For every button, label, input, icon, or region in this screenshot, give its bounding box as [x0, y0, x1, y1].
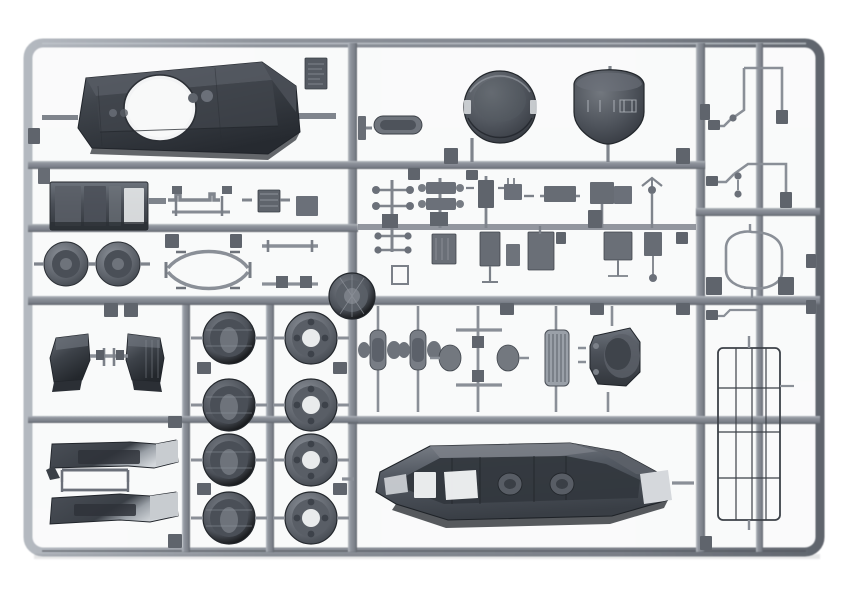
part-fender-right	[125, 333, 165, 392]
sprue-nub	[124, 303, 138, 317]
part-front-bumper	[46, 439, 179, 482]
rail-h-420-right	[696, 416, 820, 424]
sprue-horizontal-rails	[28, 161, 820, 424]
sprue-nub	[168, 534, 182, 548]
sprue-id-tag	[304, 57, 328, 90]
tire	[191, 378, 267, 432]
rail-h-212-right	[696, 208, 820, 216]
sprue-nub	[676, 148, 690, 164]
wheel-hub	[273, 311, 349, 365]
part-axle-hub-right	[88, 241, 150, 287]
tire	[191, 433, 267, 487]
gate-stub	[42, 115, 78, 120]
rail-h-165-mid	[348, 161, 705, 169]
part-fender-left	[49, 333, 91, 392]
part-frame-rail-small	[148, 186, 232, 216]
rail-h-420-left	[28, 416, 358, 423]
part-tire-set	[191, 311, 267, 545]
outer-runner-nubs	[28, 104, 816, 550]
wheel-hub	[273, 491, 349, 545]
part-muffler-ribbed	[544, 306, 570, 412]
rail-h-420-mid	[348, 416, 705, 424]
sprue-nub	[104, 303, 118, 317]
wheel-hub	[273, 378, 349, 432]
rail-v-182	[182, 299, 190, 552]
part-lower-hull-tub	[342, 442, 694, 528]
part-shock-absorbers-2	[398, 306, 441, 412]
rail-v-266	[266, 299, 274, 552]
part-engine-deck-plate	[49, 181, 149, 231]
sprue-nub	[358, 116, 366, 140]
part-wheel-hub-set	[273, 311, 349, 545]
gate-stub	[294, 113, 336, 119]
part-shock-absorbers	[358, 306, 401, 412]
fender-connector-rail	[90, 348, 128, 366]
wheel-hub	[273, 433, 349, 487]
part-small-rod-right	[706, 308, 760, 320]
sprue-nub	[168, 416, 182, 428]
grille-grid	[718, 348, 780, 520]
sprue-nub-row	[500, 303, 690, 315]
sprue-nub	[165, 234, 179, 248]
sprue-nub	[444, 148, 458, 164]
tire	[191, 491, 267, 545]
part-axle-assembly	[430, 306, 529, 412]
part-axle-bar	[262, 240, 318, 288]
part-turret-dome	[573, 66, 645, 162]
rail-h-228-left	[28, 224, 358, 232]
photo-shadow	[34, 554, 820, 559]
part-turret-round-top	[463, 70, 537, 162]
part-loop-frame	[706, 224, 794, 298]
part-rear-bumper	[49, 482, 179, 525]
rail-h-165-left	[28, 161, 358, 169]
part-grille-mesh-panel	[717, 336, 794, 530]
part-upper-hull-shell	[42, 61, 336, 160]
part-differential-housing	[578, 306, 641, 412]
sprue-nub	[778, 277, 794, 295]
part-small-bracket	[242, 189, 290, 213]
sprue-nub	[38, 168, 50, 184]
part-bent-rod-lower	[706, 162, 792, 208]
part-small-block	[296, 196, 318, 216]
sprue-nub	[706, 277, 722, 295]
part-spare-wheel	[328, 272, 376, 320]
sprue-nub-column	[197, 362, 347, 495]
sprue-nub	[230, 234, 242, 248]
part-leaf-spring-pair	[164, 249, 252, 291]
part-small-detail-cluster	[358, 168, 696, 285]
rail-h-300-full	[28, 296, 820, 305]
part-bent-rod-upper	[708, 66, 788, 130]
tire	[191, 311, 267, 365]
